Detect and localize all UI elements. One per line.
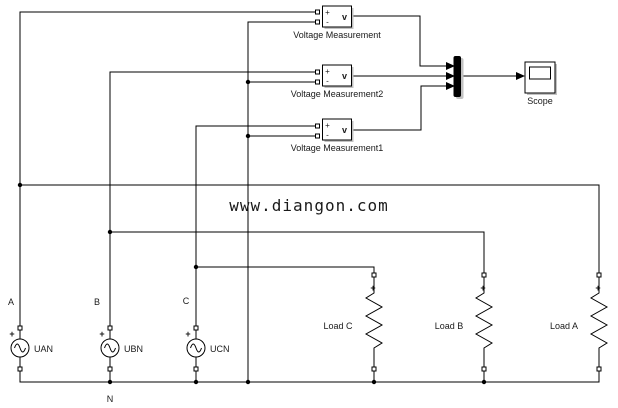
arrow-into-mux-2 bbox=[446, 72, 455, 80]
block-name-label: Load A bbox=[550, 321, 578, 331]
load-bottom-port bbox=[481, 366, 487, 372]
arrow-into-mux-3 bbox=[446, 82, 455, 90]
load-top-port bbox=[596, 272, 602, 278]
vm-output-label: v bbox=[342, 71, 347, 81]
load-top-port bbox=[481, 272, 487, 278]
resistor-icon[interactable] bbox=[474, 277, 494, 367]
vm-plus-label: + bbox=[325, 8, 330, 17]
load-c-block[interactable]: + Load C bbox=[323, 272, 384, 372]
source-ubn-block[interactable]: B + UBN bbox=[94, 297, 143, 372]
vm-minus-port bbox=[315, 133, 320, 139]
vm-plus-label: + bbox=[325, 121, 330, 130]
junction-rail-load-b bbox=[481, 379, 487, 385]
source-plus-label: + bbox=[9, 329, 14, 339]
wire-phase-a-to-vm-plus[interactable] bbox=[19, 11, 316, 326]
mux-block[interactable] bbox=[453, 56, 464, 99]
wire-phase-b-to-vm2-plus[interactable] bbox=[109, 71, 316, 326]
load-a-block[interactable]: + Load A bbox=[550, 272, 609, 372]
block-name-label: Scope bbox=[527, 96, 553, 106]
block-name-label: Load C bbox=[323, 321, 353, 331]
sine-wave-icon bbox=[14, 343, 26, 353]
source-bottom-port bbox=[193, 366, 199, 372]
wire-phase-b-rail-to-load-b[interactable] bbox=[110, 231, 485, 273]
vm-minus-port bbox=[315, 19, 320, 25]
block-name-label: UAN bbox=[34, 344, 53, 354]
source-plus-label: + bbox=[99, 329, 104, 339]
vm-minus-port bbox=[315, 79, 320, 85]
block-name-label: Voltage Measurement2 bbox=[291, 89, 384, 99]
junction-phase-c bbox=[193, 264, 199, 270]
junction-rail-ucn bbox=[193, 379, 199, 385]
junction-neutral-vm1 bbox=[245, 133, 251, 139]
block-name-label: UBN bbox=[124, 344, 143, 354]
scope-screen bbox=[529, 66, 551, 80]
junction-rail-load-c bbox=[371, 379, 377, 385]
vm-output-label: v bbox=[342, 12, 347, 22]
voltage-measurement2-block[interactable]: + - v Voltage Measurement2 bbox=[291, 64, 384, 99]
sine-wave-icon bbox=[190, 343, 202, 353]
vm-plus-port bbox=[315, 9, 320, 15]
vm-minus-label: - bbox=[326, 77, 329, 86]
wire-phase-c-to-vm1-plus[interactable] bbox=[195, 125, 316, 326]
wires bbox=[19, 11, 600, 383]
junction-phase-b bbox=[107, 229, 113, 235]
node-label-b: B bbox=[94, 297, 100, 307]
source-top-port bbox=[193, 325, 199, 331]
wire-phase-a-rail-to-load-a[interactable] bbox=[20, 184, 600, 273]
load-plus-label: + bbox=[480, 283, 485, 293]
sine-wave-icon bbox=[104, 343, 116, 353]
load-plus-label: + bbox=[595, 283, 600, 293]
junction-rail-ubn bbox=[107, 379, 113, 385]
vm-plus-port bbox=[315, 69, 320, 75]
vm-minus-label: - bbox=[326, 18, 329, 27]
node-label-c: C bbox=[183, 296, 190, 306]
scope-block[interactable]: Scope bbox=[524, 61, 557, 106]
load-plus-label: + bbox=[370, 283, 375, 293]
mux-bar[interactable] bbox=[453, 56, 462, 97]
source-plus-label: + bbox=[185, 329, 190, 339]
load-bottom-port bbox=[371, 366, 377, 372]
block-name-label: Load B bbox=[435, 321, 464, 331]
block-name-label: UCN bbox=[210, 344, 230, 354]
vm-output-label: v bbox=[342, 125, 347, 135]
block-body[interactable] bbox=[322, 118, 352, 141]
node-label-a: A bbox=[8, 297, 14, 307]
vm-plus-label: + bbox=[325, 67, 330, 76]
voltage-measurement-block[interactable]: + - v Voltage Measurement bbox=[293, 5, 381, 40]
wire-neutral-bottom-rail[interactable] bbox=[19, 371, 600, 383]
source-top-port bbox=[107, 325, 113, 331]
source-uan-block[interactable]: A + UAN bbox=[8, 297, 53, 372]
wire-vm-out-to-mux[interactable] bbox=[352, 15, 447, 67]
arrow-into-mux-1 bbox=[446, 62, 455, 70]
source-bottom-port bbox=[107, 366, 113, 372]
load-bottom-port bbox=[596, 366, 602, 372]
wire-phase-c-rail-to-load-c[interactable] bbox=[196, 266, 375, 273]
block-name-label: Voltage Measurement bbox=[293, 30, 381, 40]
resistor-icon[interactable] bbox=[364, 277, 384, 367]
source-ucn-block[interactable]: C + UCN bbox=[183, 296, 230, 372]
source-top-port bbox=[17, 325, 23, 331]
junction-dots bbox=[17, 79, 487, 385]
wire-vm1-out-to-mux[interactable] bbox=[352, 85, 447, 131]
vm-plus-port bbox=[315, 123, 320, 129]
source-bottom-port bbox=[17, 366, 23, 372]
wire-neutral-to-vm-minus[interactable] bbox=[247, 21, 316, 382]
signal-arrowheads bbox=[446, 62, 525, 90]
block-name-label: Voltage Measurement1 bbox=[291, 143, 384, 153]
block-body[interactable] bbox=[322, 5, 352, 28]
resistor-icon[interactable] bbox=[589, 277, 609, 367]
block-body[interactable] bbox=[322, 64, 352, 87]
arrow-into-scope bbox=[516, 72, 525, 80]
junction-neutral-vm2 bbox=[245, 79, 251, 85]
voltage-measurement1-block[interactable]: + - v Voltage Measurement1 bbox=[291, 118, 384, 153]
load-b-block[interactable]: + Load B bbox=[435, 272, 494, 372]
junction-phase-a bbox=[17, 182, 23, 188]
load-top-port bbox=[371, 272, 377, 278]
node-label-n: N bbox=[107, 394, 114, 404]
vm-minus-label: - bbox=[326, 131, 329, 140]
watermark-text: www.diangon.com bbox=[229, 196, 389, 215]
junction-rail-neutral bbox=[245, 379, 251, 385]
